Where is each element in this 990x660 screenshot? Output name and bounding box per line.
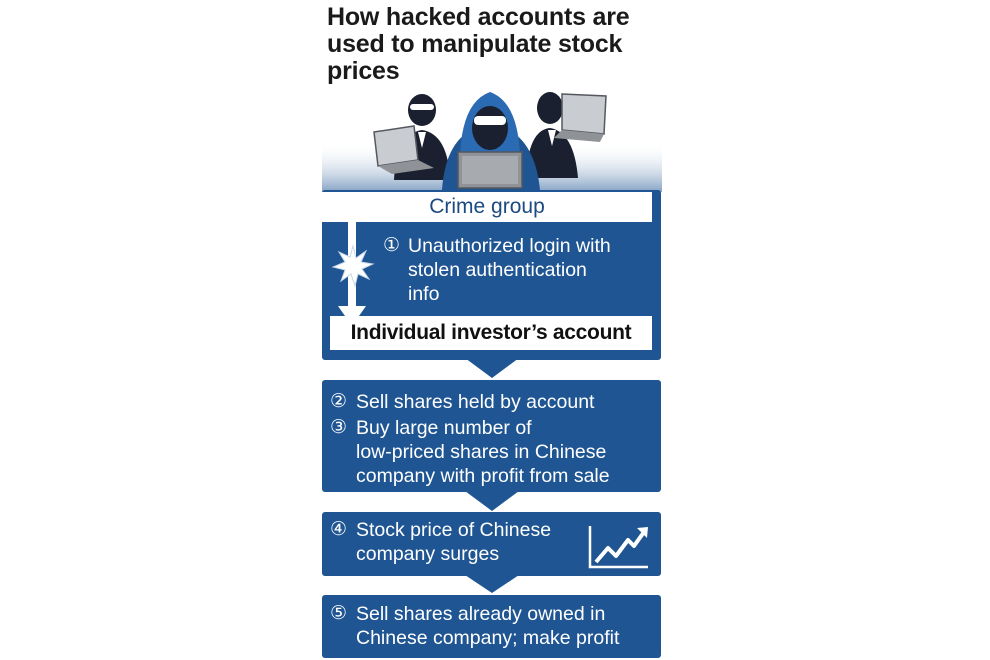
step-4-line-1: Stock price of Chinese bbox=[356, 519, 552, 541]
step-3-number: ③ bbox=[330, 417, 348, 438]
account-bar: Individual investor’s account bbox=[330, 316, 652, 350]
step-5-line-2: Chinese company; make profit bbox=[356, 627, 620, 649]
step-2-number: ② bbox=[330, 391, 348, 412]
step-1-line-3: info bbox=[408, 283, 440, 305]
infographic-title: How hacked accounts are used to manipula… bbox=[327, 4, 677, 85]
hacker-group-icon bbox=[322, 92, 662, 192]
step-1-number: ① bbox=[383, 235, 401, 256]
step-3-line-2: low-priced shares in Chinese bbox=[356, 441, 607, 463]
panel-pointer-3 bbox=[465, 575, 519, 593]
step-3-line-1: Buy large number of bbox=[356, 417, 532, 439]
step-1-line-1: Unauthorized login with bbox=[408, 235, 611, 257]
crime-group-label: Crime group bbox=[429, 195, 545, 218]
step-4-number: ④ bbox=[330, 519, 348, 540]
panel-pointer-1 bbox=[465, 358, 519, 378]
title-line-1: How hacked accounts are bbox=[327, 3, 630, 31]
step-4-line-2: company surges bbox=[356, 543, 500, 565]
step-5-text: Sell shares already owned in Chinese com… bbox=[356, 602, 619, 650]
panel-pointer-2 bbox=[465, 491, 519, 511]
step-2-line: Sell shares held by account bbox=[356, 391, 595, 413]
step-1-line-2: stolen authentication bbox=[408, 259, 587, 281]
step-3-line-3: company with profit from sale bbox=[356, 465, 610, 487]
step-4-text: Stock price of Chinese company surges bbox=[356, 518, 551, 566]
crime-group-bar: Crime group bbox=[322, 192, 652, 222]
burst-icon bbox=[331, 244, 375, 288]
panel-trades bbox=[322, 380, 661, 492]
panel-price-surge bbox=[322, 512, 661, 576]
title-line-3: prices bbox=[327, 57, 400, 85]
step-3-text: Buy large number of low-priced shares in… bbox=[356, 416, 610, 488]
account-label: Individual investor’s account bbox=[350, 321, 632, 344]
rising-chart-icon bbox=[588, 526, 648, 569]
step-1-text: Unauthorized login with stolen authentic… bbox=[408, 234, 611, 306]
step-5-line-1: Sell shares already owned in bbox=[356, 603, 606, 625]
step-2-text: Sell shares held by account bbox=[356, 390, 594, 414]
panel-profit bbox=[322, 595, 661, 658]
step-5-number: ⑤ bbox=[330, 603, 348, 624]
title-line-2: used to manipulate stock bbox=[327, 30, 623, 58]
